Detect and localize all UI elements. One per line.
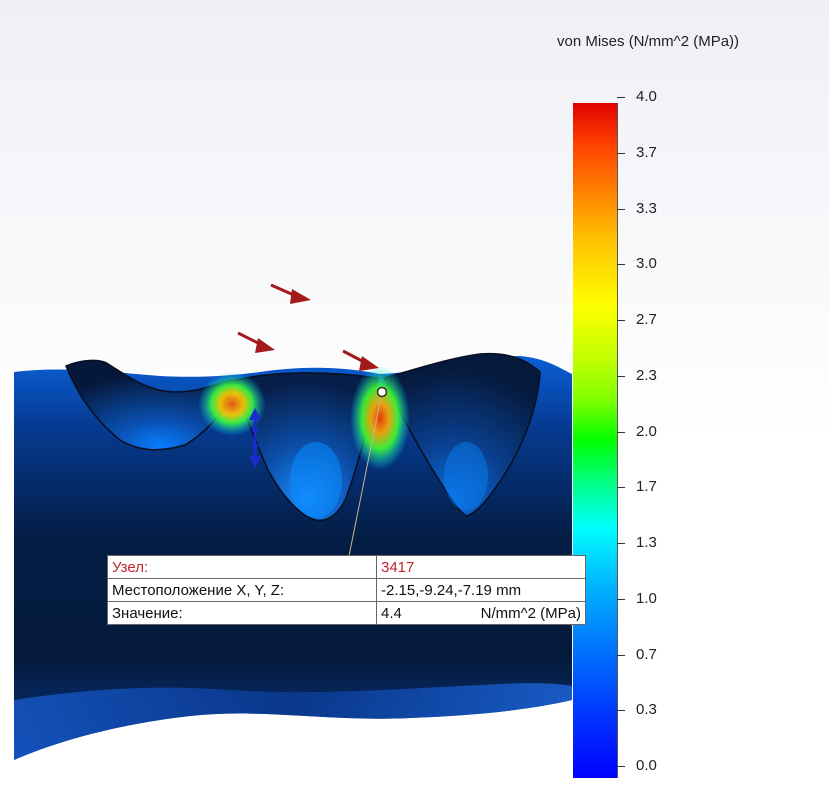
probe-value-number: 4.4 [381, 604, 402, 622]
model-bottom-band [14, 683, 572, 760]
colorbar-tick [617, 543, 625, 544]
colorbar-tick [617, 599, 625, 600]
probe-value-cell: 4.4 N/mm^2 (MPa) [376, 601, 586, 625]
probe-marker-icon[interactable] [376, 386, 388, 398]
colorbar-tick [617, 376, 625, 377]
stress-colorbar [573, 103, 618, 778]
probe-value-unit: N/mm^2 (MPa) [480, 604, 581, 622]
probe-leader-line [348, 391, 383, 557]
probe-location-value: -2.15,-9.24,-7.19 mm [376, 578, 586, 602]
colorbar-tick-label: 0.7 [636, 646, 657, 663]
stress-glow-right [444, 442, 488, 510]
colorbar-tick [617, 97, 625, 98]
colorbar-tick-label: 2.7 [636, 311, 657, 328]
load-arrow-icon[interactable] [342, 349, 379, 371]
colorbar-tick-label: 2.0 [636, 423, 657, 440]
probe-node-value: 3417 [376, 555, 586, 579]
probe-value-label: Значение: [107, 601, 377, 625]
colorbar-tick-label: 0.3 [636, 701, 657, 718]
probe-row-node: Узел: 3417 [107, 555, 586, 579]
legend-title: von Mises (N/mm^2 (MPa)) [557, 33, 740, 50]
fixture-arrow-icon[interactable] [249, 408, 261, 468]
colorbar-tick-label: 4.0 [636, 88, 657, 105]
colorbar-tick [617, 432, 625, 433]
colorbar-tick-label: 2.3 [636, 367, 657, 384]
notch-right [382, 352, 541, 517]
colorbar-tick-label: 3.3 [636, 200, 657, 217]
colorbar-tick-label: 1.7 [636, 478, 657, 495]
colorbar-tick-label: 0.0 [636, 757, 657, 774]
colorbar-tick [617, 209, 625, 210]
colorbar-tick [617, 320, 625, 321]
colorbar-tick-label: 3.7 [636, 144, 657, 161]
colorbar-tick [617, 766, 625, 767]
load-arrow-icon[interactable] [237, 331, 275, 353]
colorbar-tick [617, 487, 625, 488]
probe-node-label: Узел: [107, 555, 377, 579]
probe-location-label: Местоположение X, Y, Z: [107, 578, 377, 602]
probe-row-value: Значение: 4.4 N/mm^2 (MPa) [107, 601, 586, 625]
stress-hotspot-right [350, 366, 410, 470]
colorbar-tick-label: 1.0 [636, 590, 657, 607]
colorbar-tick [617, 655, 625, 656]
load-arrow-icon[interactable] [270, 283, 311, 304]
colorbar-tick [617, 153, 625, 154]
probe-result-table: Узел: 3417 Местоположение X, Y, Z: -2.15… [107, 555, 586, 625]
colorbar-tick [617, 710, 625, 711]
colorbar-tick-label: 1.3 [636, 534, 657, 551]
stress-glow-center [290, 442, 342, 518]
colorbar-tick-label: 3.0 [636, 255, 657, 272]
colorbar-tick [617, 264, 625, 265]
probe-row-location: Местоположение X, Y, Z: -2.15,-9.24,-7.1… [107, 578, 586, 602]
